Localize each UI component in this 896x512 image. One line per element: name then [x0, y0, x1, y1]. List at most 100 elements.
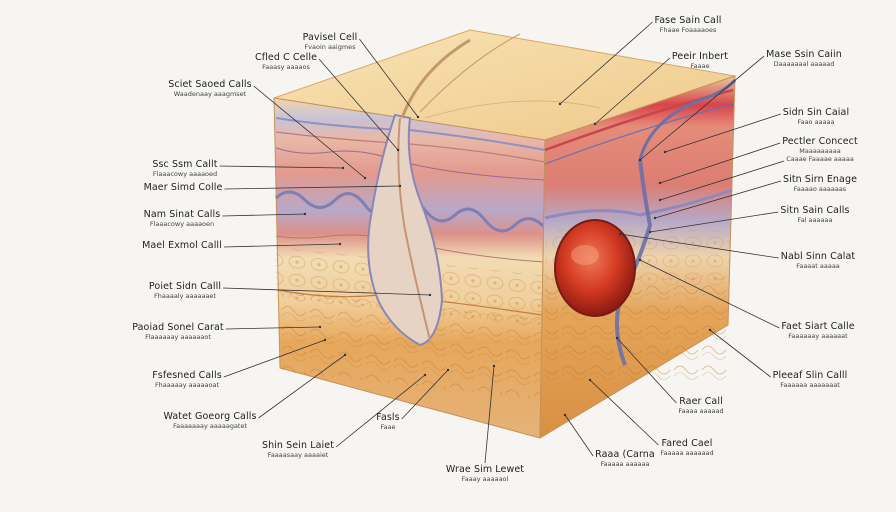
callout-subtitle: Faaaa aaaaad: [678, 406, 724, 415]
callout-subtitle: Waadenaay aaagmset: [173, 89, 247, 98]
callout-subtitle: Fhaaaaay aaaaaoat: [154, 380, 220, 389]
leader-line-23: [619, 233, 779, 259]
callout-subtitle: Faaae: [690, 61, 710, 70]
callout-subtitle: Faaaaaay aaaaaat: [788, 331, 848, 340]
callout-subtitle: Fal aaaaaa: [797, 215, 833, 224]
callout-title: Shin Sein Laiet: [261, 440, 335, 451]
callout-subtitle: Flaaaaaay aaaaaaot: [145, 332, 211, 341]
callout-title: Poiet Sidn Calll: [148, 281, 222, 292]
callout-title: Paoiad Sonel Carat: [132, 322, 224, 333]
callout-title: Faet Siart Calle: [781, 321, 855, 332]
leader-line-17: [639, 55, 765, 161]
leader-endpoint-14: [492, 364, 496, 368]
callout-subtitle: Fhaaaaly aaaaaaet: [154, 291, 216, 300]
leader-line-10: [223, 339, 326, 378]
leader-endpoint-25: [708, 328, 712, 332]
leader-endpoint-18: [663, 150, 667, 154]
callout-subtitle: Faaaasaay aaaaiet: [267, 450, 329, 459]
callout-title: Fared Cael: [661, 438, 713, 449]
leader-line-19: [659, 142, 781, 184]
leader-line-8: [223, 287, 431, 296]
leader-line-6: [222, 213, 306, 217]
callout-title: Ssc Ssm Callt: [152, 159, 218, 170]
leader-lines: [219, 21, 785, 464]
leader-endpoint-27: [588, 378, 592, 382]
leader-endpoint-10: [323, 338, 327, 342]
leader-endpoint-28: [563, 413, 567, 417]
callout-title: Sidn Sin Caial: [782, 107, 850, 118]
callout-title: Cfled C Celle: [254, 52, 318, 63]
callout-subtitle: Faaaaa aaaaaa: [600, 459, 650, 468]
callout-subtitle: Faaay aaaaaol: [461, 474, 509, 483]
leader-line-13: [401, 369, 449, 420]
leader-line-20: [659, 160, 785, 201]
leader-endpoint-21: [653, 216, 657, 220]
leader-line-5: [224, 185, 401, 190]
callout-title: Fase Sain Call: [654, 15, 722, 26]
callout-title: Nam Sinat Calls: [143, 209, 221, 220]
callout-subtitle: Flaaacowy aaaaoen: [149, 219, 215, 228]
leader-endpoint-24: [638, 258, 642, 262]
callout-title: Sitn Sirn Enage: [782, 174, 858, 185]
callout-title: Mael Exmol Calll: [142, 240, 222, 251]
leader-endpoint-12: [423, 373, 427, 377]
leader-endpoint-9: [318, 325, 322, 329]
sweat-gland: [554, 219, 636, 317]
callout-label-5: Maer Simd Colle: [144, 183, 223, 193]
leader-endpoint-1: [416, 115, 420, 119]
leader-line-21: [654, 180, 782, 219]
top-crease: [419, 33, 521, 113]
leader-line-24: [639, 259, 780, 329]
leader-endpoint-22: [648, 230, 652, 234]
leader-line-2: [318, 58, 399, 151]
leader-endpoint-20: [658, 198, 662, 202]
leader-line-25: [709, 329, 771, 378]
leader-endpoint-7: [338, 242, 342, 246]
leader-endpoint-11: [343, 353, 347, 357]
leader-line-22: [649, 211, 779, 233]
callout-subtitle: Daaaaaaal aaaaad: [773, 59, 835, 68]
leader-endpoint-16: [593, 122, 597, 126]
leader-endpoint-3: [363, 176, 367, 180]
callout-title: Sciet Saoed Calls: [168, 79, 252, 90]
leader-endpoint-2: [396, 148, 400, 152]
callout-subtitle: Faaaao aaaaaas: [793, 184, 847, 193]
leader-line-4: [219, 165, 344, 169]
callout-title: Pectler Concect: [782, 136, 858, 147]
leader-endpoint-5: [398, 184, 402, 188]
callout-subtitle: Faaaaaaay aaaaagatet: [172, 421, 248, 430]
callout-title: Fsfesned Calls: [152, 370, 222, 381]
callout-subtitle: Faaaaa aaaaaad: [660, 448, 714, 457]
callout-title: Raaa (Carna: [595, 449, 655, 460]
leader-line-7: [223, 243, 341, 248]
callout-title: Mase Ssin Caiin: [766, 49, 842, 60]
callout-title: Pavisel Cell: [302, 32, 358, 43]
leader-endpoint-15: [558, 102, 562, 106]
callout-title: Watet Goeorg Calls: [163, 411, 257, 422]
leader-endpoint-26: [615, 336, 619, 340]
callout-subtitle: Fhaae Foaaaaoes: [659, 25, 717, 34]
leader-endpoint-19: [658, 181, 662, 185]
callout-subtitle: Maaaaaaaaa: [799, 146, 841, 155]
